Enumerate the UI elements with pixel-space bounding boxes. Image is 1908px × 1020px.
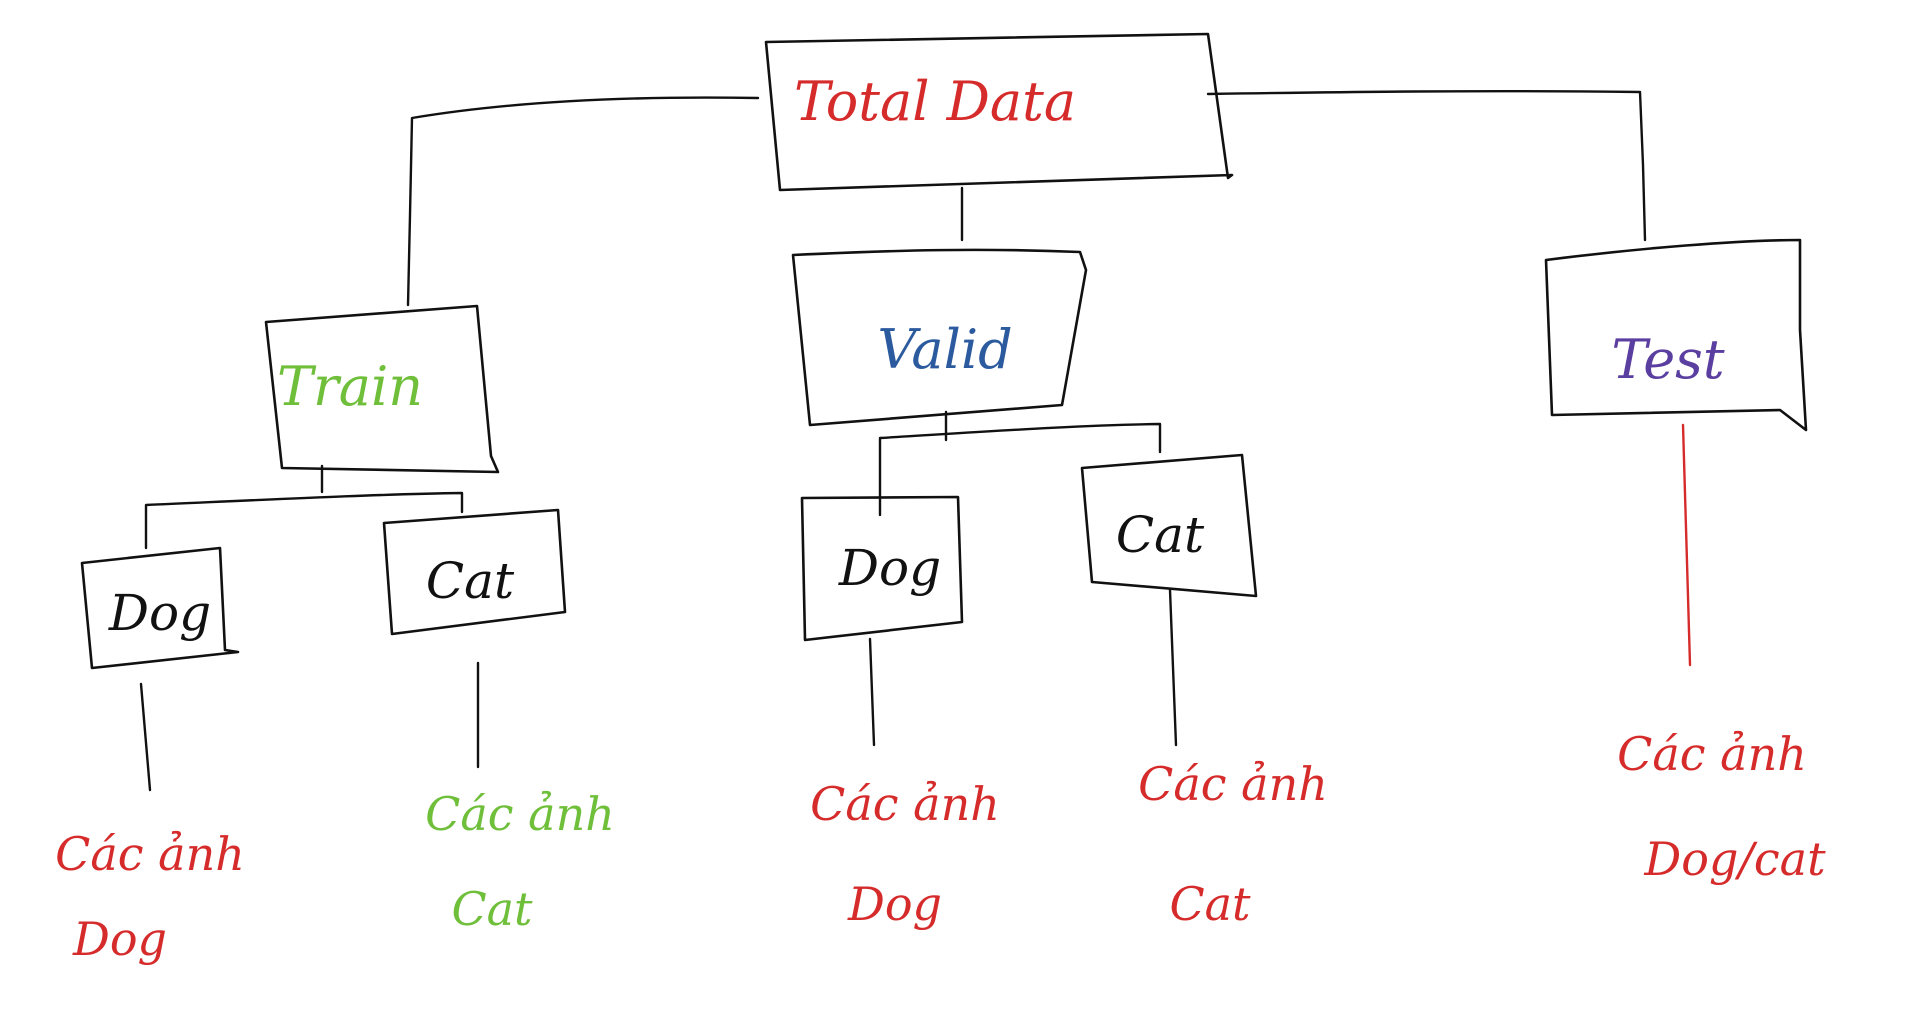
- test-note-line2: Dog/cat: [1643, 832, 1826, 886]
- train-cat-box: [382, 508, 567, 636]
- notes: Các ảnh Dog Các ảnh Cat Các ảnh Dog Các …: [55, 727, 1826, 966]
- train-dog-note: Các ảnh Dog: [55, 827, 245, 966]
- edge-valid-cat-to-note: [1168, 588, 1178, 747]
- train-cat-note-line2: Cat: [451, 882, 533, 936]
- train-cat-note-line1: Các ảnh: [425, 787, 615, 841]
- valid-cat-box: [1080, 453, 1258, 598]
- valid-dog-note-line1: Các ảnh: [810, 777, 1000, 831]
- valid-cat-label: Cat: [1116, 506, 1205, 564]
- total-data-label: Total Data: [794, 70, 1076, 133]
- test-box: [1544, 238, 1808, 432]
- connectors: [139, 89, 1692, 792]
- valid-box: [791, 248, 1088, 427]
- edge-valid-to-children: [878, 410, 1162, 517]
- node-labels: Total Data Train Valid Test Dog Cat Dog …: [108, 70, 1725, 642]
- train-label: Train: [277, 355, 423, 418]
- edge-train-dog-to-note: [139, 682, 152, 792]
- edge-test-to-note: [1681, 423, 1692, 667]
- edge-train-to-children: [144, 464, 464, 550]
- train-dog-note-line1: Các ảnh: [55, 827, 245, 881]
- valid-cat-note-line2: Cat: [1169, 877, 1251, 931]
- valid-label: Valid: [877, 318, 1012, 381]
- test-note: Các ảnh Dog/cat: [1617, 727, 1826, 886]
- total-data-box: [764, 32, 1234, 192]
- valid-dog-note: Các ảnh Dog: [810, 777, 1000, 931]
- train-cat-note: Các ảnh Cat: [425, 787, 615, 936]
- train-dog-note-line2: Dog: [72, 912, 167, 966]
- node-boxes: [80, 32, 1808, 670]
- valid-cat-note: Các ảnh Cat: [1138, 757, 1328, 931]
- valid-dog-label: Dog: [838, 539, 941, 597]
- train-cat-label: Cat: [426, 552, 515, 610]
- test-label: Test: [1611, 328, 1724, 391]
- edge-valid-dog-to-note: [868, 637, 876, 747]
- edge-total-to-test: [1206, 89, 1647, 242]
- valid-dog-note-line2: Dog: [847, 877, 942, 931]
- train-dog-box: [80, 546, 240, 670]
- valid-dog-box: [800, 495, 964, 642]
- test-note-line1: Các ảnh: [1617, 727, 1807, 781]
- train-dog-label: Dog: [108, 584, 211, 642]
- valid-cat-note-line1: Các ảnh: [1138, 757, 1328, 811]
- edge-total-to-train: [406, 96, 760, 307]
- train-box: [264, 304, 500, 474]
